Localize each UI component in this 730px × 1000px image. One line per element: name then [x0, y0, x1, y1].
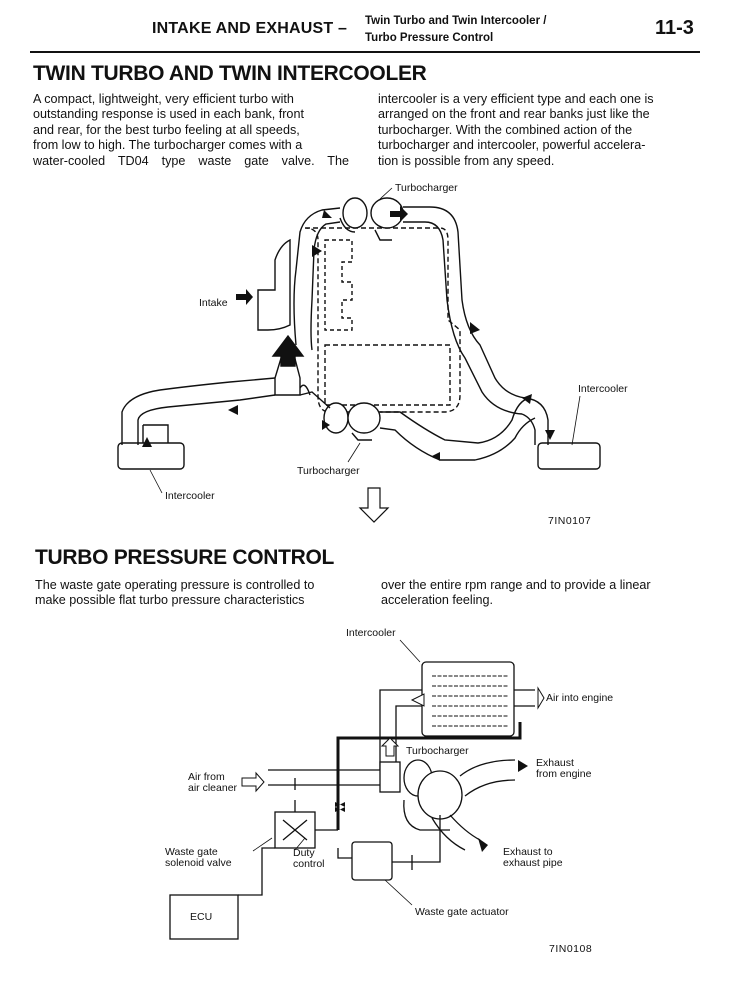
text-line: A compact, lightweight, very efficient t… [33, 92, 294, 106]
text-line: turbocharger and intercooler, powerful a… [378, 138, 646, 153]
text-line: from low to high. The turbocharger comes… [33, 138, 303, 153]
label-ecu: ECU [190, 911, 213, 923]
label-waste-gate-actuator: Waste gate actuator [415, 906, 509, 918]
text-line: over the entire rpm range and to provide… [381, 578, 651, 592]
label-intake: Intake [199, 297, 228, 309]
label-turbocharger-bottom: Turbocharger [297, 465, 360, 477]
label-air-from-2: air cleaner [188, 782, 238, 794]
label-exhaust-to-1: Exhaust to [503, 846, 553, 858]
text-line: tion is possible from any speed. [378, 153, 555, 168]
label-air-from-1: Air from [188, 771, 225, 783]
label-turbocharger-top: Turbocharger [395, 182, 458, 194]
label-exhaust-to-2: exhaust pipe [503, 857, 563, 869]
label-air-into-engine: Air into engine [546, 692, 614, 704]
header-subtitle-1: Twin Turbo and Twin Intercooler / [365, 15, 547, 27]
label-intercooler: Intercooler [346, 627, 396, 639]
text-line: intercooler is a very efficient type and… [378, 92, 654, 106]
label-exhaust-from-2: from engine [536, 768, 592, 780]
section1-title: TWIN TURBO AND TWIN INTERCOOLER [33, 62, 427, 85]
label-duty-2: control [293, 858, 325, 870]
text-line: make possible flat turbo pressure charac… [35, 593, 305, 608]
text-line: acceleration feeling. [381, 593, 494, 608]
label-exhaust-from-1: Exhaust [536, 757, 574, 769]
label-intercooler-left: Intercooler [165, 490, 215, 502]
section2-col2: over the entire rpm range and to provide… [381, 578, 697, 609]
header-section: INTAKE AND EXHAUST – [152, 20, 348, 37]
section2-col1: The waste gate operating pressure is con… [35, 578, 351, 609]
text-line: outstanding response is used in each ban… [33, 107, 304, 122]
text-line: water-cooled TD04 type waste gate valve.… [33, 153, 349, 168]
figure-code-1: 7IN0107 [548, 515, 592, 527]
header-rule [30, 51, 700, 53]
section1-col2: intercooler is a very efficient type and… [378, 92, 696, 169]
section1-col1: A compact, lightweight, very efficient t… [33, 92, 349, 169]
label-turbocharger: Turbocharger [406, 745, 469, 757]
label-intercooler-right: Intercooler [578, 383, 628, 395]
label-duty-1: Duty [293, 847, 315, 859]
text-line: turbocharger. With the combined action o… [378, 122, 633, 137]
text-line: and rear, for the best turbo feeling at … [33, 122, 300, 137]
header-subtitle-2: Turbo Pressure Control [365, 32, 494, 44]
label-wg-solenoid-2: solenoid valve [165, 857, 232, 869]
text-line: The waste gate operating pressure is con… [35, 578, 315, 592]
text-line: arranged on the front and rear banks jus… [378, 107, 650, 122]
page-number: 11-3 [655, 17, 694, 39]
label-wg-solenoid-1: Waste gate [165, 846, 218, 858]
section2-title: TURBO PRESSURE CONTROL [35, 546, 335, 569]
figure-code-2: 7IN0108 [549, 943, 593, 955]
